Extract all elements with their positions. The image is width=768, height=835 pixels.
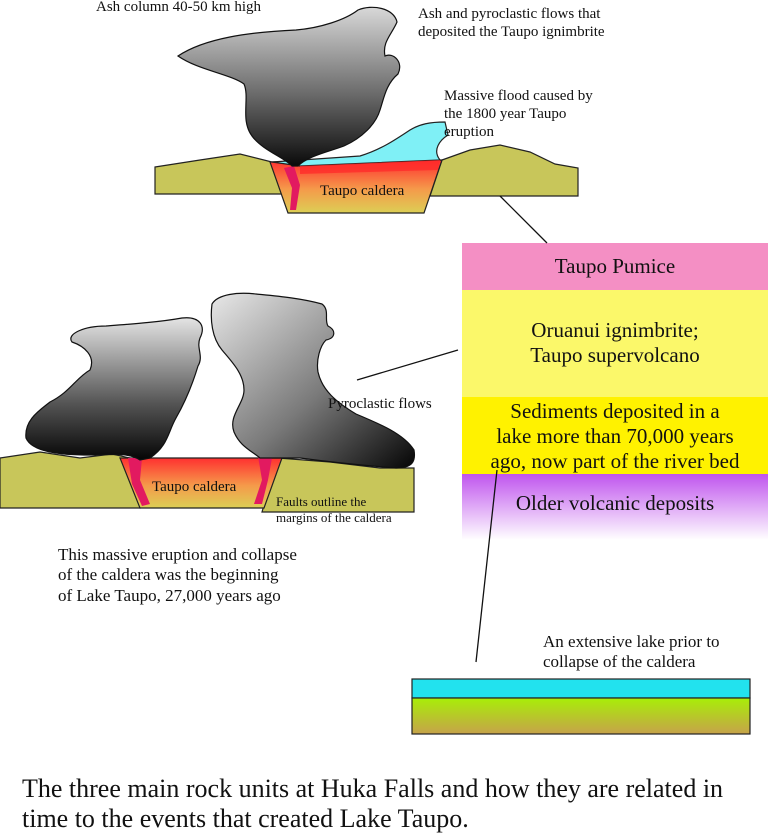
rock-column [462,243,768,540]
flood-line-2: the 1800 year Taupo [444,106,567,122]
ground-right-top [429,144,579,197]
lake-water [411,678,751,699]
eruption-note: This massive eruption and collapse of th… [58,545,297,606]
layer-2-line-3: ago, now part of the river bed [490,449,740,474]
ground-left-bottom [0,451,141,509]
ash-flows-line-2: deposited the Taupo ignimbrite [418,24,605,40]
layer-oruanui-ignimbrite [462,290,768,397]
ash-cloud-right [210,292,416,469]
flood-label: Massive flood caused by the 1800 year Ta… [444,87,593,141]
leader-lines [356,195,548,663]
layer-lake-sediments [462,397,768,474]
eruption-note-line-2: of the caldera was the beginning [58,565,279,585]
ash-column-top [176,6,401,167]
flood-line-1: Massive flood caused by [444,88,593,104]
caldera-bottom-label: Taupo caldera [152,479,237,495]
layer-2-line-1: Sediments deposited in a [510,399,720,423]
flood-water [271,121,449,167]
magma-red-top [300,160,440,174]
eruption-note-line-1: This massive eruption and collapse [58,545,297,564]
caldera-top-label: Taupo caldera [320,183,405,199]
layer-3-line-1: Older volcanic deposits [515,491,715,515]
ash-flows-line-1: Ash and pyroclastic flows that [418,6,601,22]
pyroclastic-label: Pyroclastic flows [328,396,432,412]
leader-top-to-pumice [499,195,548,244]
flood-line-3: eruption [444,124,494,140]
leader-bottom-to-ignimbrite [356,349,459,381]
faults-label: Faults outline the margins of the calder… [276,494,392,525]
layer-older-volcanic [462,474,768,540]
ash-flows-label: Ash and pyroclastic flows that deposited… [418,5,605,41]
magma-dike-right [254,456,272,504]
layer-1-line-2: Taupo supervolcano [530,343,700,368]
layer-taupo-pumice [462,243,768,290]
ground-left-top [154,153,283,195]
layer-2-line-2: lake more than 70,000 years [496,424,734,449]
faults-line-2: margins of the caldera [276,509,392,525]
lake-note-line-2: collapse of the caldera [543,652,696,672]
layer-text-oruanui: Oruanui ignimbrite; Taupo supervolcano [462,318,768,368]
lake-note-line-1: An extensive lake prior to [543,632,720,651]
layer-1-line-1: Oruanui ignimbrite; [531,318,699,342]
lake-note: An extensive lake prior to collapse of t… [543,632,720,673]
caldera-bottom [119,457,283,509]
layer-text-sediments: Sediments deposited in a lake more than … [462,399,768,475]
top-eruption-scene [154,6,579,214]
magma-dike-top [284,166,300,210]
magma-dike-left [128,458,150,506]
layer-text-taupo-pumice: Taupo Pumice [462,254,768,279]
lake-sediment [411,697,751,735]
leader-lake-to-sediments [475,469,498,663]
figure-caption: The three main rock units at Huka Falls … [22,774,724,833]
layer-0-line-1: Taupo Pumice [554,254,676,278]
faults-line-1: Faults outline the [276,494,367,509]
eruption-note-line-3: of Lake Taupo, 27,000 years ago [58,585,281,605]
ash-cloud-left [25,317,203,461]
ash-column-label: Ash column 40-50 km high [96,0,261,15]
layer-text-older-volcanic: Older volcanic deposits [462,491,768,516]
lake-block [411,678,751,735]
caldera-collapse-scene [0,292,416,513]
